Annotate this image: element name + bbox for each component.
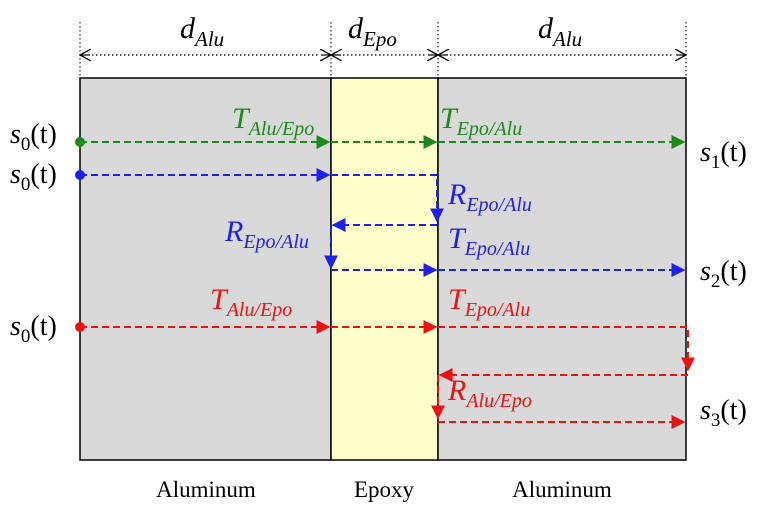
red-path [80,320,695,429]
output-signal-2: s2(t) [700,256,747,292]
coef-red-t2: TEpo/Alu [448,283,530,321]
layer-label-right: Aluminum [512,477,612,502]
coef-green-t1: TAlu/Epo [232,102,314,140]
output-signal-3: s3(t) [700,395,747,431]
coef-green-t2: TEpo/Alu [440,102,522,140]
layer-label-left: Aluminum [156,477,256,502]
layer-label-middle: Epoxy [354,477,415,502]
blue-source-dot [75,170,85,180]
output-signal-1: s1(t) [700,137,747,173]
input-signal-green: s0(t) [10,119,57,155]
dim-label-left: dAlu [180,12,224,51]
coef-blue-r2: REpo/Alu [224,215,309,253]
dim-label-right: dAlu [538,12,582,51]
green-source-dot [75,137,85,147]
red-source-dot [75,322,85,332]
input-signal-blue: s0(t) [10,159,57,195]
blue-path [80,168,686,277]
coef-blue-t: TEpo/Alu [448,222,530,260]
coef-red-r: RAlu/Epo [447,374,532,412]
coef-red-t1: TAlu/Epo [210,283,292,321]
dim-label-middle: dEpo [348,12,397,51]
input-signal-red: s0(t) [10,311,57,347]
coef-blue-r1: REpo/Alu [447,178,532,216]
